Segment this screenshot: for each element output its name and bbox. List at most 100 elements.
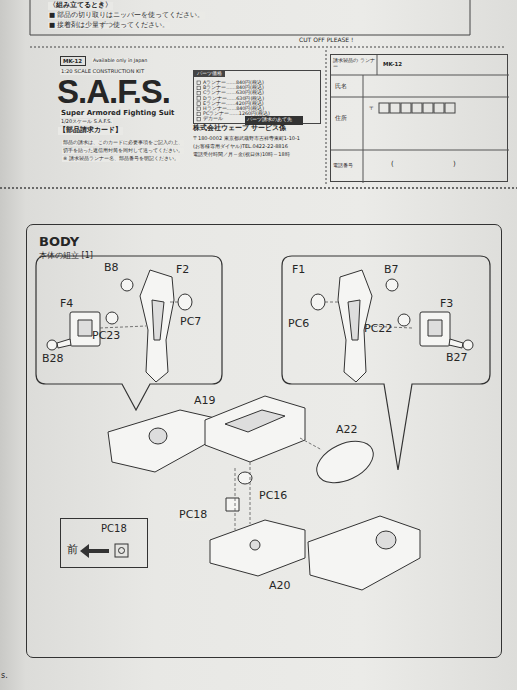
bubble-outline: [282, 256, 490, 470]
form-rule: [363, 75, 364, 183]
checkbox: [197, 91, 201, 95]
guide-line: [300, 438, 322, 450]
part-label: (: [391, 161, 394, 169]
checkbox: [197, 112, 201, 116]
note-text: 株式会社ウェーブ サービス係: [192, 125, 287, 133]
note-text: 1/20スケール S.A.F.S.: [60, 119, 113, 125]
part-label: パーツ請求のあて先: [247, 117, 292, 123]
note-text: Available only in Japan: [92, 58, 148, 63]
note-text: s.: [0, 672, 9, 681]
postal-box: [445, 103, 455, 113]
part-label: Bランナー……840円(税込): [203, 85, 264, 90]
cut-line: [0, 187, 517, 188]
pin-shaft: [57, 339, 71, 348]
leg-part: [108, 410, 220, 472]
base-plate: [210, 520, 305, 576]
note-text: S.A.F.S.: [56, 74, 171, 110]
form-rule: [331, 97, 509, 98]
form-rule: [331, 150, 509, 151]
form-grid: [331, 55, 509, 183]
checkbox: [197, 117, 201, 121]
guide-line: [250, 462, 251, 524]
part-label: PC6: [288, 318, 309, 330]
note-text: ■ 部品の切り取りはニッパーを使ってください。: [48, 12, 205, 19]
poly-cap: [398, 314, 410, 326]
bubble-outline: [36, 256, 222, 410]
part-label: デカール: [203, 116, 223, 121]
callout-bubble: F1 B7PC6 F3PC22B27: [282, 256, 490, 384]
pin-part: [121, 279, 133, 291]
note-text: 電話受付時間／月～金(祝日休)10時～18時: [192, 152, 291, 158]
part-label: 住所: [335, 115, 347, 121]
postal-box: [434, 103, 444, 113]
checkbox: [197, 86, 201, 90]
direction-box: PC18前: [60, 518, 148, 568]
part-label: F4: [60, 298, 73, 310]
part-label: PC22: [364, 323, 392, 335]
joint: [149, 428, 167, 444]
note-text: 〒180-0002 東京都武蔵野市吉祥寺東町1-10-1: [192, 136, 301, 142]
checkbox: [197, 107, 201, 111]
plate-hole: [250, 540, 260, 550]
cut-line: [30, 47, 505, 48]
part-label: B28: [42, 353, 64, 365]
body-block: [205, 396, 305, 462]
pin-shaft: [449, 339, 463, 348]
arm-detail: [152, 300, 164, 340]
part-label: MK-12: [63, 58, 82, 64]
part-label: Cランナー……630円(税込): [203, 90, 264, 95]
arm-detail: [348, 300, 360, 340]
leg-part: [308, 516, 420, 590]
note-text: ※ 請求製品ランナー名、部品番号を明記ください。: [62, 156, 180, 162]
poly-cap: [311, 294, 325, 310]
part-label: PC16: [258, 490, 288, 502]
part-label: Eランナー……420円(税込): [203, 101, 264, 106]
note-text: 部品の請求は、このカードに必要事項をご記入の上、: [62, 140, 184, 146]
poly-block: [226, 498, 239, 511]
body-frame: B8F2F4PC7B28PC23F1B7PC6F3PC22B27PC18前BOD…: [26, 224, 502, 658]
note-text: ■ 接着剤は少量ずつ使ってください。: [48, 22, 170, 29]
part-label: PC18: [101, 523, 127, 534]
postal-box: [401, 103, 411, 113]
notice-box: [30, 0, 470, 35]
note-text: (お客様専用ダイヤル)TEL.0422-22-8816: [192, 144, 289, 150]
poly-cap: [178, 294, 192, 310]
checkbox: [197, 81, 201, 85]
postal-box: [412, 103, 422, 113]
poly-block-icon: [115, 544, 128, 557]
part-label: B27: [446, 352, 468, 364]
checkbox: [197, 102, 201, 106]
part-label: F3: [440, 298, 453, 310]
postal-box: [423, 103, 433, 113]
part-label: 氏名: [335, 83, 347, 89]
part-label: Aランナー……840円(税込): [203, 80, 264, 85]
part-label: BODY: [39, 235, 79, 249]
front-arrowhead: [80, 544, 89, 558]
part-label: 〒: [369, 105, 375, 112]
part-label: A19: [193, 395, 217, 407]
part-label: B7: [384, 264, 399, 276]
note-text: 切手を貼った返信用封筒を同封して送ってください。: [62, 148, 184, 154]
bracket-detail: [428, 320, 442, 336]
guide-line: [325, 302, 340, 303]
front-arrow: [87, 549, 109, 553]
callout-bubble: B8F2F4PC7B28PC23: [36, 256, 222, 384]
part-label: PC23: [92, 330, 120, 342]
cover-disc: [310, 433, 380, 491]
body-detail: [225, 410, 285, 432]
bracket-part: [420, 312, 450, 346]
part-label: A20: [268, 580, 292, 592]
form-rule: [331, 75, 509, 76]
part-label: 本体の組立 [1]: [39, 252, 93, 261]
joint: [376, 531, 396, 549]
part-label: ): [453, 161, 456, 169]
checkbox: [197, 97, 201, 101]
address-header: パーツ請求のあて先: [245, 116, 303, 125]
part-label: パーツ価格: [194, 71, 225, 77]
part-label: PC7: [180, 316, 201, 328]
postal-box: [390, 103, 400, 113]
part-label: A22: [335, 424, 359, 436]
part-label: F1: [292, 264, 305, 276]
part-label: PC18: [178, 509, 208, 521]
ball-pin: [463, 340, 473, 350]
